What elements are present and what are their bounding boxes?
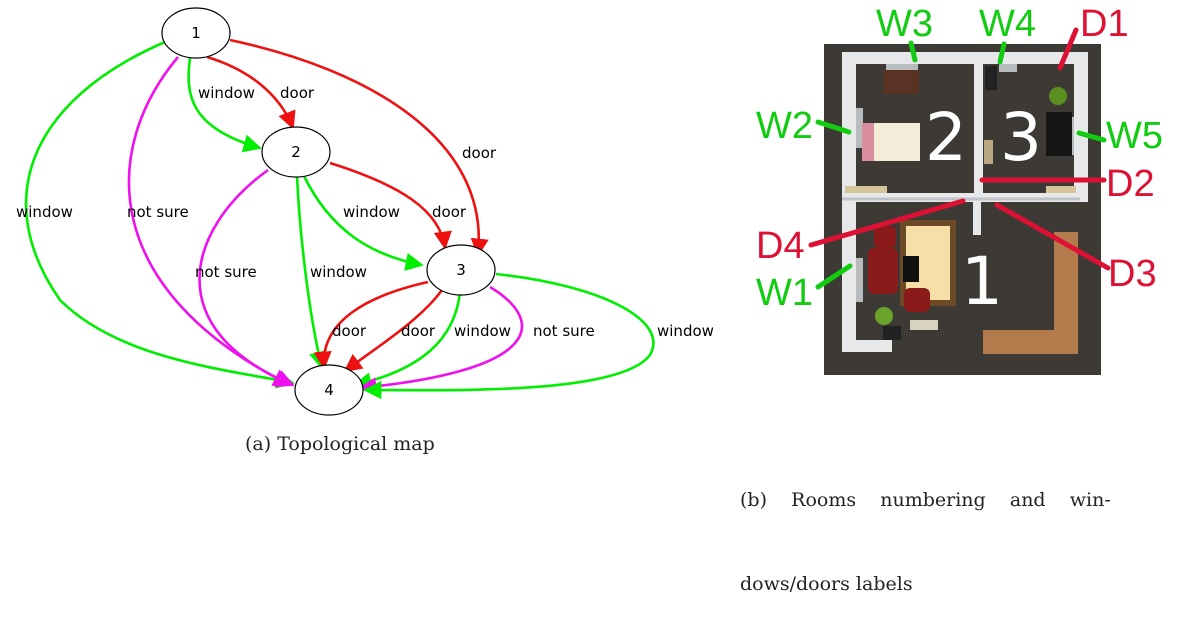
edge-label: door	[401, 322, 436, 340]
pointer-d3	[994, 202, 1111, 271]
desk-room3	[1046, 186, 1076, 193]
room-numbers: 2 3 1	[925, 99, 1042, 320]
edge-label: not sure	[195, 263, 257, 281]
pointer-w2	[815, 119, 852, 135]
graph-node-3: 3	[426, 244, 496, 296]
edge-1-4-window	[24, 40, 295, 389]
pointer-d4	[808, 198, 966, 248]
edge-label: window	[310, 263, 367, 281]
pointer-w1	[815, 263, 853, 290]
desk-room2	[845, 186, 887, 193]
edge-3-4-door-b	[343, 289, 444, 373]
opening-labels: W1 W2 W3 W4 W5 D1 D2 D3 D4	[756, 3, 1163, 314]
pointer-w4	[997, 41, 1007, 65]
edge-label: window	[657, 322, 714, 340]
caption-b-line1: (b) Rooms numbering and win-	[740, 489, 1111, 511]
graph-edge-labels: window door door window not sure window …	[16, 84, 714, 340]
edge-1-2-door	[206, 55, 296, 130]
edge-label: not sure	[533, 322, 595, 340]
window-label-w5: W5	[1106, 115, 1163, 157]
edge-2-3-window	[301, 173, 424, 271]
door-label-d4: D4	[756, 225, 805, 267]
edge-3-4-door-a	[313, 280, 429, 370]
window-label-w1: W1	[756, 272, 813, 314]
graph-nodes: 1 2 3 4	[161, 7, 496, 416]
edge-label: door	[280, 84, 315, 102]
edge-1-3-door	[229, 38, 489, 257]
pointer-d1	[1057, 27, 1079, 71]
svg-text:3: 3	[456, 261, 466, 279]
edge-label: door	[462, 144, 497, 162]
window-label-w2: W2	[756, 105, 813, 147]
edge-label: window	[343, 203, 400, 221]
svg-text:1: 1	[191, 24, 201, 42]
room-number: 2	[925, 99, 967, 176]
label-pointers	[808, 27, 1111, 290]
edge-2-4-notsure	[198, 168, 295, 388]
window-label-w3: W3	[876, 3, 933, 45]
edge-1-4-notsure	[127, 56, 292, 387]
door-label-d1: D1	[1080, 3, 1129, 45]
edge-label: window	[16, 203, 73, 221]
dresser	[883, 70, 919, 94]
edge-label: window	[198, 84, 255, 102]
edge-label: not sure	[127, 203, 189, 221]
graph-node-4: 4	[294, 364, 364, 416]
svg-text:2: 2	[291, 143, 301, 161]
edge-2-4-window	[295, 175, 327, 370]
plant-room3	[1049, 87, 1067, 105]
edge-2-3-door	[329, 161, 452, 250]
furniture	[845, 66, 1078, 354]
topological-map: window door door window not sure window …	[16, 7, 714, 416]
svg-text:4: 4	[324, 381, 334, 399]
caption-b: (b) Rooms numbering and win- dows/doors …	[740, 430, 1180, 626]
window-label-w4: W4	[979, 3, 1036, 45]
graph-edges	[24, 38, 655, 400]
door-label-d2: D2	[1106, 163, 1155, 205]
pointer-w5	[1076, 130, 1107, 143]
armchair	[868, 248, 898, 294]
caption-b-line2: dows/doors labels	[740, 573, 913, 595]
figure-canvas: window door door window not sure window …	[16, 3, 1163, 416]
graph-node-2: 2	[261, 126, 331, 178]
edge-label: door	[432, 203, 467, 221]
edge-3-4-window-b	[363, 272, 655, 400]
edge-label: window	[454, 322, 511, 340]
plant-room1	[875, 307, 893, 325]
floorplan: 2 3 1 W1 W2 W3 W4 W5 D1 D2 D3 D4	[756, 3, 1163, 375]
cabinet-room3	[1046, 112, 1072, 156]
edge-label: door	[332, 322, 367, 340]
edge-3-4-notsure	[358, 285, 524, 396]
edge-1-2-window	[187, 57, 262, 153]
pointer-w3	[908, 40, 918, 63]
graph-node-1: 1	[161, 7, 231, 59]
room-number: 1	[961, 243, 1003, 320]
door-label-d3: D3	[1108, 253, 1157, 295]
caption-a: (a) Topological map	[245, 433, 435, 455]
room-number: 3	[1000, 99, 1042, 176]
